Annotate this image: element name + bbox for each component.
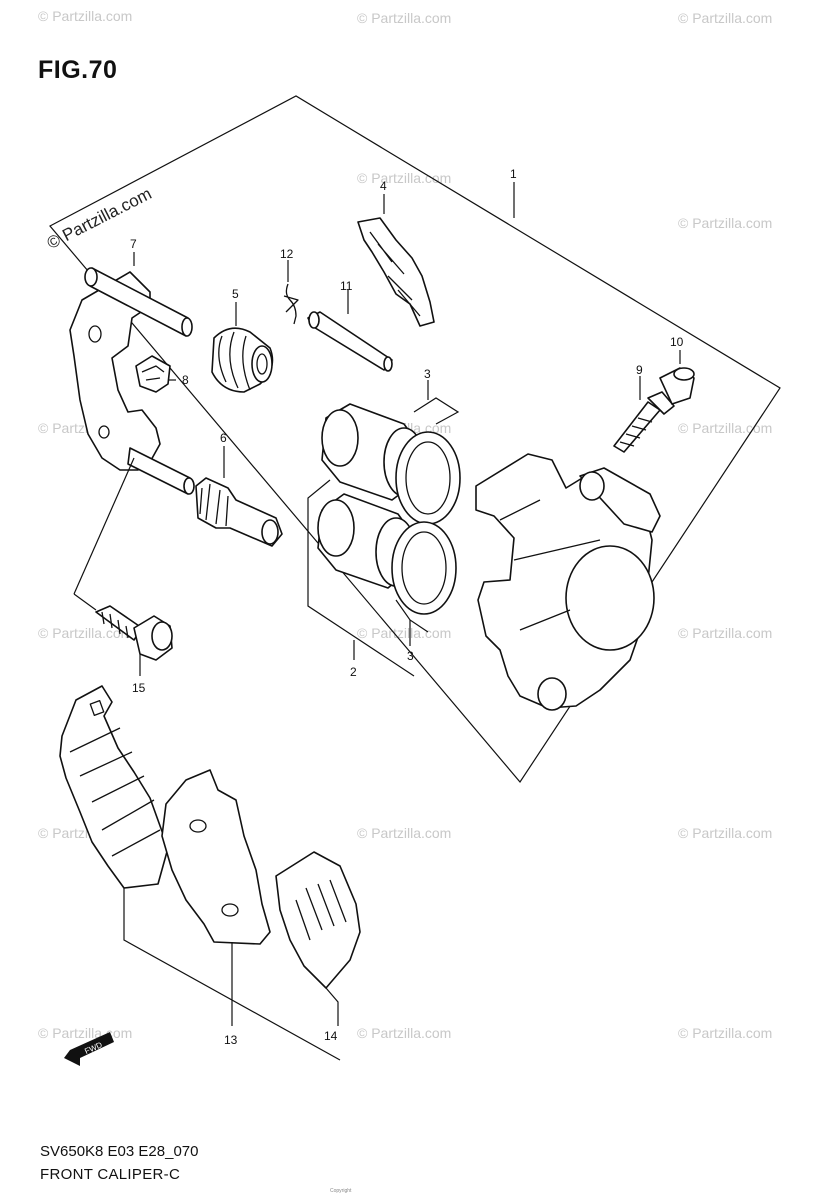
callout-numbers: 1 2 3 3 4 5 6 7 8 9 10 11 12 13 14 15 bbox=[130, 167, 684, 1047]
caliper-body bbox=[475, 453, 661, 711]
watermark: © Partzilla.com bbox=[678, 825, 773, 841]
bleeder-screw bbox=[613, 391, 675, 453]
callout-14: 14 bbox=[324, 1029, 338, 1043]
callout-6: 6 bbox=[220, 431, 227, 445]
callout-2: 2 bbox=[350, 665, 357, 679]
callout-8: 8 bbox=[182, 373, 189, 387]
brake-pad-outer bbox=[59, 685, 169, 889]
callout-1: 1 bbox=[510, 167, 517, 181]
pad-spring bbox=[357, 217, 435, 327]
callout-12: 12 bbox=[280, 247, 294, 261]
forward-arrow-label: FWD bbox=[83, 1040, 104, 1056]
mounting-bolt bbox=[95, 605, 173, 661]
callout-3-lower: 3 bbox=[407, 649, 414, 663]
callout-4: 4 bbox=[380, 179, 387, 193]
figure-title: FIG.70 bbox=[38, 56, 118, 84]
pin-boot bbox=[211, 327, 274, 393]
watermark: © Partzilla.com bbox=[357, 825, 452, 841]
brake-pad-inner bbox=[161, 769, 271, 945]
bleeder-cap bbox=[659, 367, 695, 405]
callout-5: 5 bbox=[232, 287, 239, 301]
callout-11: 11 bbox=[340, 279, 353, 293]
callout-13: 13 bbox=[224, 1033, 238, 1047]
caliper-assembly-outline bbox=[49, 95, 781, 783]
leader-lines bbox=[73, 182, 681, 1061]
watermark: © Partzilla.com bbox=[678, 625, 773, 641]
watermark: © Partzilla.com bbox=[38, 8, 133, 24]
watermark: © Partzilla.com bbox=[678, 215, 773, 231]
watermark: © Partzilla.com bbox=[357, 1025, 452, 1041]
pad-spring-clip bbox=[135, 355, 171, 393]
watermark: © Partzilla.com bbox=[357, 625, 452, 641]
diagram-code: SV650K8 E03 E28_070 bbox=[40, 1143, 199, 1160]
slide-pin bbox=[195, 477, 283, 547]
watermark: © Partzilla.com bbox=[357, 170, 452, 186]
callout-10: 10 bbox=[670, 335, 684, 349]
callout-9: 9 bbox=[636, 363, 643, 377]
callout-15: 15 bbox=[132, 681, 146, 695]
callout-7: 7 bbox=[130, 237, 137, 251]
diagram-caption: FRONT CALIPER-C bbox=[40, 1166, 181, 1183]
watermark: © Partzilla.com bbox=[678, 10, 773, 26]
watermark: © Partzilla.com bbox=[38, 625, 133, 641]
callout-3-upper: 3 bbox=[424, 367, 431, 381]
pad-shim bbox=[275, 851, 361, 989]
retaining-clip bbox=[283, 283, 299, 325]
copyright-notice: Copyright bbox=[330, 1188, 352, 1194]
watermark: © Partzilla.com bbox=[678, 1025, 773, 1041]
forward-arrow: FWD bbox=[64, 1032, 114, 1066]
caliper-bracket bbox=[69, 267, 195, 495]
watermark: © Partzilla.com bbox=[357, 10, 452, 26]
watermark: © Partzilla.com bbox=[678, 420, 773, 436]
caliper-pistons bbox=[317, 403, 461, 615]
pad-pin bbox=[307, 311, 393, 372]
